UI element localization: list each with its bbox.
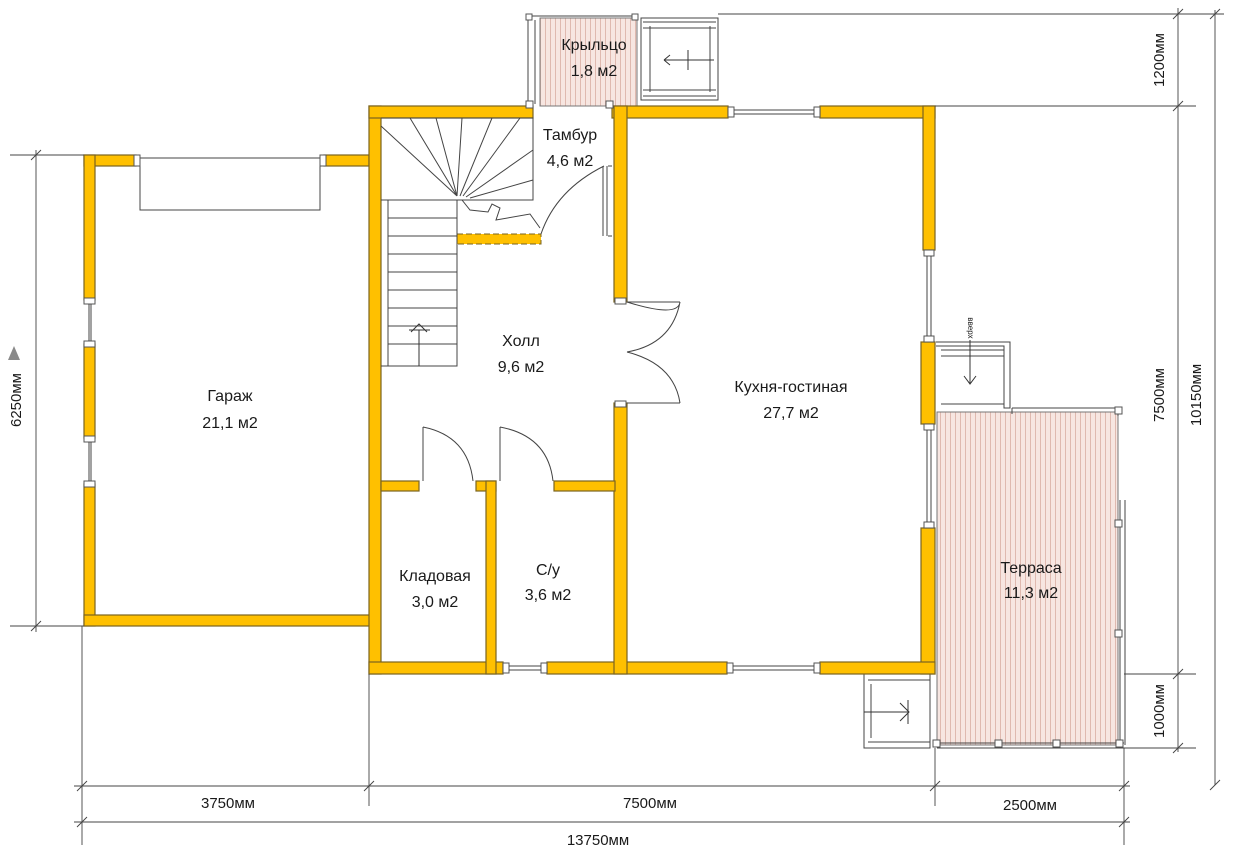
dim-bottom-middle: 7500мм <box>623 795 677 812</box>
dimension-texts: 3750мм 7500мм 2500мм 13750мм 6250мм 1200… <box>8 33 1205 849</box>
terrace-name: Терраса <box>1000 560 1061 577</box>
north-arrow-icon <box>8 346 20 360</box>
terrace-steps-top: вверх <box>936 317 1011 409</box>
house-walls <box>368 100 936 675</box>
dim-bottom-left: 3750мм <box>201 795 255 812</box>
pantry-name: Кладовая <box>399 568 471 585</box>
terrace-deck <box>932 406 1126 749</box>
stair-up-label: вверх <box>966 317 975 338</box>
doors <box>422 301 681 482</box>
kitchen-area: 27,7 м2 <box>763 405 819 422</box>
garage-area: 21,1 м2 <box>202 415 258 432</box>
hall-name: Холл <box>502 333 540 350</box>
dim-bottom-right: 2500мм <box>1003 797 1057 814</box>
dim-bottom-total: 13750мм <box>567 832 629 849</box>
dim-right-top: 1200мм <box>1151 33 1168 87</box>
kitchen-name: Кухня-гостиная <box>734 379 847 396</box>
staircase <box>380 117 541 367</box>
vestibule-partition <box>456 165 612 245</box>
terrace-steps-bottom <box>863 673 931 749</box>
hall-area: 9,6 м2 <box>498 359 545 376</box>
porch-deck <box>525 13 639 107</box>
room-labels: Гараж 21,1 м2 Холл 9,6 м2 Тамбур 4,6 м2 … <box>202 37 1062 611</box>
vestibule-area: 4,6 м2 <box>547 153 594 170</box>
porch-area: 1,8 м2 <box>571 63 618 80</box>
dim-right-bottom: 1000мм <box>1151 684 1168 738</box>
porch-name: Крыльцо <box>561 37 626 54</box>
garage-name: Гараж <box>207 388 252 405</box>
dimension-lines <box>8 8 1224 845</box>
vestibule-name: Тамбур <box>543 127 597 144</box>
bathroom-name: С/у <box>536 562 560 579</box>
garage-walls <box>83 154 371 627</box>
bathroom-area: 3,6 м2 <box>525 587 572 604</box>
dim-left-garage: 6250мм <box>8 373 25 427</box>
dim-right-middle: 7500мм <box>1151 368 1168 422</box>
porch-steps <box>640 17 719 101</box>
pantry-area: 3,0 м2 <box>412 594 459 611</box>
dim-right-total: 10150мм <box>1188 364 1205 426</box>
terrace-area: 11,3 м2 <box>1004 585 1058 602</box>
